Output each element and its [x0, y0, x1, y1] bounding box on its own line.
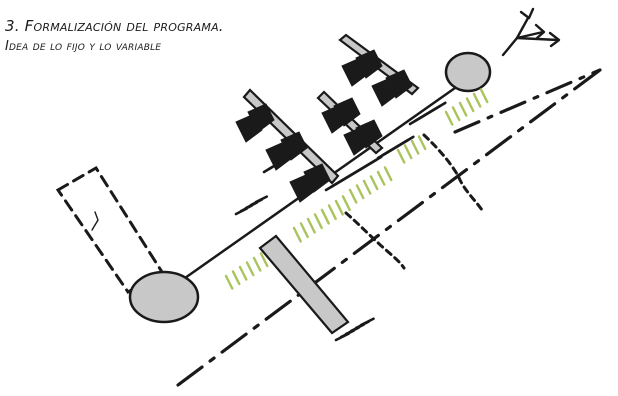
dashed-outline-block: [55, 165, 165, 295]
node-circle-right: [444, 51, 492, 93]
green-hatch: [472, 92, 482, 108]
green-hatch: [231, 270, 241, 286]
descender-center: [344, 211, 406, 270]
green-hatch: [320, 208, 330, 225]
black-blocks: [235, 49, 413, 203]
green-hatch: [313, 213, 323, 230]
green-hatch: [403, 144, 413, 160]
green-hatch: [259, 252, 269, 268]
green-hatch: [355, 184, 365, 200]
caption-title: 3. Formalización del programa.: [5, 17, 224, 35]
black-block: [247, 103, 275, 133]
node-circle-left: [128, 270, 200, 324]
green-hatch: [306, 217, 316, 234]
black-block: [355, 119, 383, 149]
black-hatch: [401, 135, 415, 145]
black-block: [385, 69, 413, 99]
green-hatch: [292, 226, 302, 243]
green-hatch: [396, 148, 406, 164]
green-hatch: [334, 199, 344, 216]
green-hatch: [369, 175, 379, 191]
green-hatch: [252, 256, 262, 272]
green-hatch: [410, 139, 420, 155]
green-hatch: [451, 106, 461, 122]
green-hatch: [465, 97, 475, 113]
bar-lower: [258, 234, 350, 335]
green-hatch: [224, 274, 234, 290]
green-hatch: [479, 88, 489, 104]
axis-upper: [453, 68, 602, 134]
green-hatch: [299, 222, 309, 239]
green-hatch: [341, 195, 351, 212]
green-hatch: [238, 265, 248, 281]
green-hatch: [376, 170, 386, 186]
green-hatch: [458, 101, 468, 117]
black-hatch: [254, 195, 269, 204]
hatch-marks: [224, 88, 489, 342]
green-hatch: [245, 261, 255, 277]
green-hatch: [444, 110, 454, 126]
green-hatch: [383, 166, 393, 182]
branching-arrows-icon: [501, 7, 561, 57]
black-block: [303, 163, 331, 193]
axis-lower: [176, 68, 602, 387]
black-hatch: [282, 153, 294, 162]
black-block: [355, 49, 383, 79]
black-hatch: [433, 101, 447, 111]
green-hatch: [327, 204, 337, 221]
green-hatch: [362, 179, 372, 195]
black-block: [280, 131, 308, 161]
caption-subtitle: Idea de lo fijo y lo variable: [5, 39, 162, 54]
sketch-mark: [91, 211, 99, 231]
black-hatch: [359, 317, 375, 327]
green-hatch: [417, 135, 427, 151]
descender-right: [422, 133, 484, 212]
black-block: [333, 97, 361, 127]
green-hatch: [348, 188, 358, 204]
